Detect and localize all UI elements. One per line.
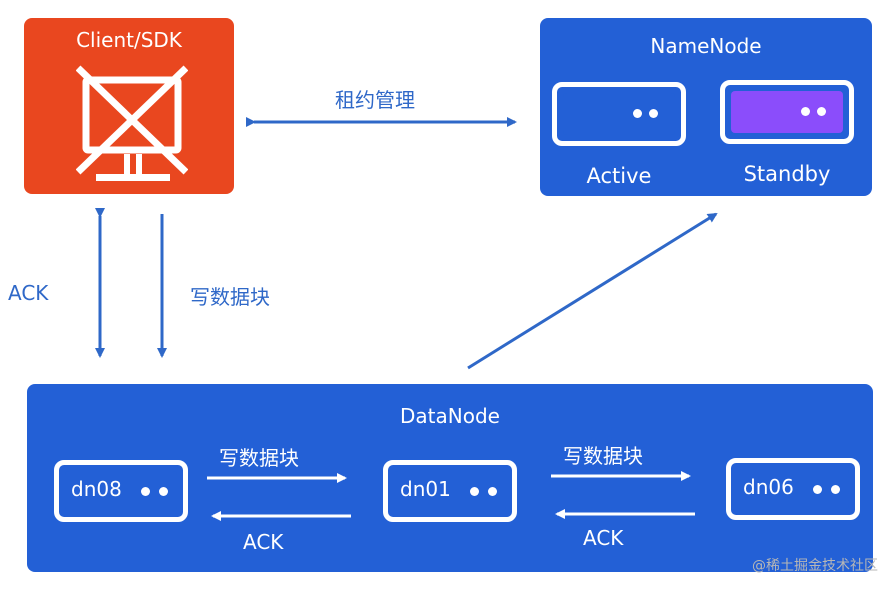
namenode-title: NameNode: [650, 34, 762, 58]
server-led-2: [817, 107, 826, 116]
server-led-1: [633, 109, 642, 118]
watermark: @稀土掘金技术社区: [752, 558, 878, 574]
datanode-dn08: dn08: [54, 460, 188, 522]
server-panel: [65, 471, 177, 511]
server-panel: [737, 469, 849, 509]
server-led-1: [141, 487, 150, 496]
dn-write-label-1: 写数据块: [219, 446, 299, 470]
client-title: Client/SDK: [76, 28, 182, 52]
server-panel: [563, 93, 675, 135]
datanode-title: DataNode: [400, 404, 500, 428]
server-panel: [394, 471, 506, 511]
server-led-1: [801, 107, 810, 116]
write-block-label-top: 写数据块: [190, 285, 270, 309]
datanode-to-namenode-arrow: [467, 212, 718, 370]
datanode-label: dn08: [71, 477, 122, 501]
active-label: Active: [586, 164, 652, 188]
server-led-1: [470, 487, 479, 496]
datanode-box: DataNode dn08 dn01 dn06 写数据块 ACK 写数据块 AC…: [27, 384, 873, 572]
namenode-active-server: [552, 82, 686, 146]
server-led-2: [488, 487, 497, 496]
client-sdk-box: Client/SDK: [24, 18, 234, 194]
datanode-label: dn06: [743, 475, 794, 499]
server-led-2: [649, 109, 658, 118]
namenode-box: NameNode Active Standby: [540, 18, 872, 196]
monitor-crossed-icon: [76, 65, 188, 181]
namenode-standby-server: [720, 80, 854, 144]
datanode-dn06: dn06: [726, 458, 860, 520]
server-led-2: [159, 487, 168, 496]
datanode-dn01: dn01: [383, 460, 517, 522]
datanode-arrows: [207, 471, 695, 521]
server-panel: [731, 91, 843, 133]
server-led-1: [813, 485, 822, 494]
dn-ack-label-2: ACK: [583, 526, 624, 550]
dn-ack-label-1: ACK: [243, 530, 284, 554]
datanode-label: dn01: [400, 477, 451, 501]
dn-write-label-2: 写数据块: [563, 444, 643, 468]
standby-label: Standby: [743, 162, 831, 186]
ack-label-left: ACK: [8, 281, 49, 305]
server-led-2: [831, 485, 840, 494]
lease-management-label: 租约管理: [335, 88, 415, 112]
